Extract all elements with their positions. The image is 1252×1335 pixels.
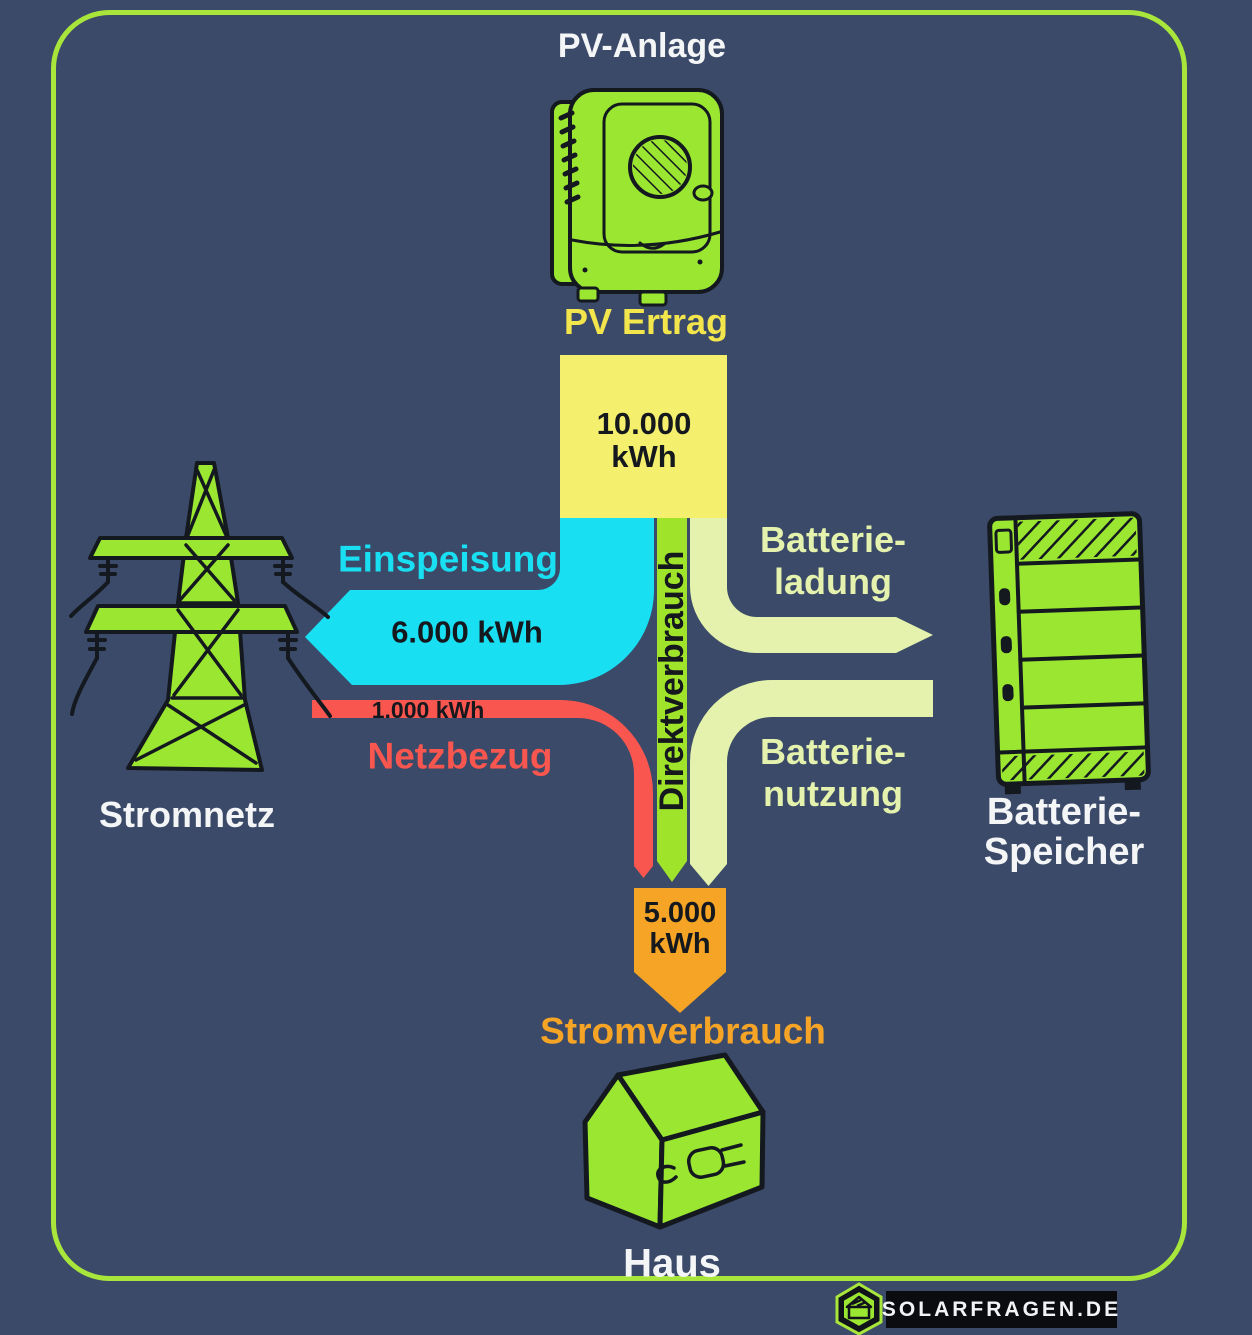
flow-einspeisung-band — [305, 518, 654, 685]
value-consumption-unit: kWh — [649, 928, 711, 960]
flow-pv-yield-block — [560, 355, 727, 518]
value-netzbezug: 1.000 kWh — [371, 697, 485, 724]
label-direktverbrauch: Direktverbrauch — [652, 550, 691, 812]
label-batterieladung-line1: Batterie- — [759, 519, 907, 560]
title-pv-anlage: PV-Anlage — [557, 26, 727, 65]
value-pv-yield-number: 10.000 — [596, 406, 692, 441]
label-batterieladung-line2: ladung — [774, 561, 892, 602]
flow-consumption-arrow — [634, 888, 726, 1013]
brand-wordmark-box: SOLARFRAGEN.DE — [882, 1291, 1118, 1328]
label-batterieladung: Batterie- ladung — [760, 519, 906, 603]
label-batterienutzung: Batterie- nutzung — [760, 731, 906, 815]
inverter-illustration — [550, 88, 724, 307]
label-batterie-speicher-line1: Batterie- — [986, 791, 1142, 833]
brand-wordmark: SOLARFRAGEN.DE — [881, 1297, 1122, 1321]
label-batterienutzung-line1: Batterie- — [759, 731, 907, 772]
value-pv-yield-unit: kWh — [611, 439, 677, 474]
value-consumption: 5.000 kWh — [644, 898, 717, 960]
frame-border — [51, 10, 1187, 1281]
brand-logo-icon — [835, 1282, 883, 1335]
battery-storage-illustration — [987, 511, 1151, 795]
value-pv-yield: 10.000 kWh — [597, 407, 692, 473]
label-stromnetz: Stromnetz — [98, 793, 276, 835]
label-haus: Haus — [623, 1241, 721, 1286]
value-einspeisung: 6.000 kWh — [391, 614, 543, 650]
label-einspeisung: Einspeisung — [338, 538, 558, 580]
label-batterie-speicher-line2: Speicher — [983, 831, 1145, 873]
label-batterie-speicher: Batterie- Speicher — [984, 792, 1145, 872]
flow-batterieladung-band — [690, 518, 933, 653]
power-pylon-illustration — [69, 461, 332, 772]
label-batterienutzung-line2: nutzung — [763, 773, 903, 814]
plug-icon — [656, 1143, 746, 1184]
flow-netzbezug-band — [312, 700, 653, 878]
label-pv-ertrag: PV Ertrag — [563, 300, 729, 342]
label-netzbezug: Netzbezug — [367, 735, 553, 777]
value-consumption-number: 5.000 — [643, 897, 717, 929]
flow-direktverbrauch-band — [657, 518, 687, 882]
house-illustration — [582, 1052, 766, 1230]
flow-batterienutzung-band — [690, 680, 933, 886]
label-stromverbrauch: Stromverbrauch — [540, 1010, 826, 1052]
